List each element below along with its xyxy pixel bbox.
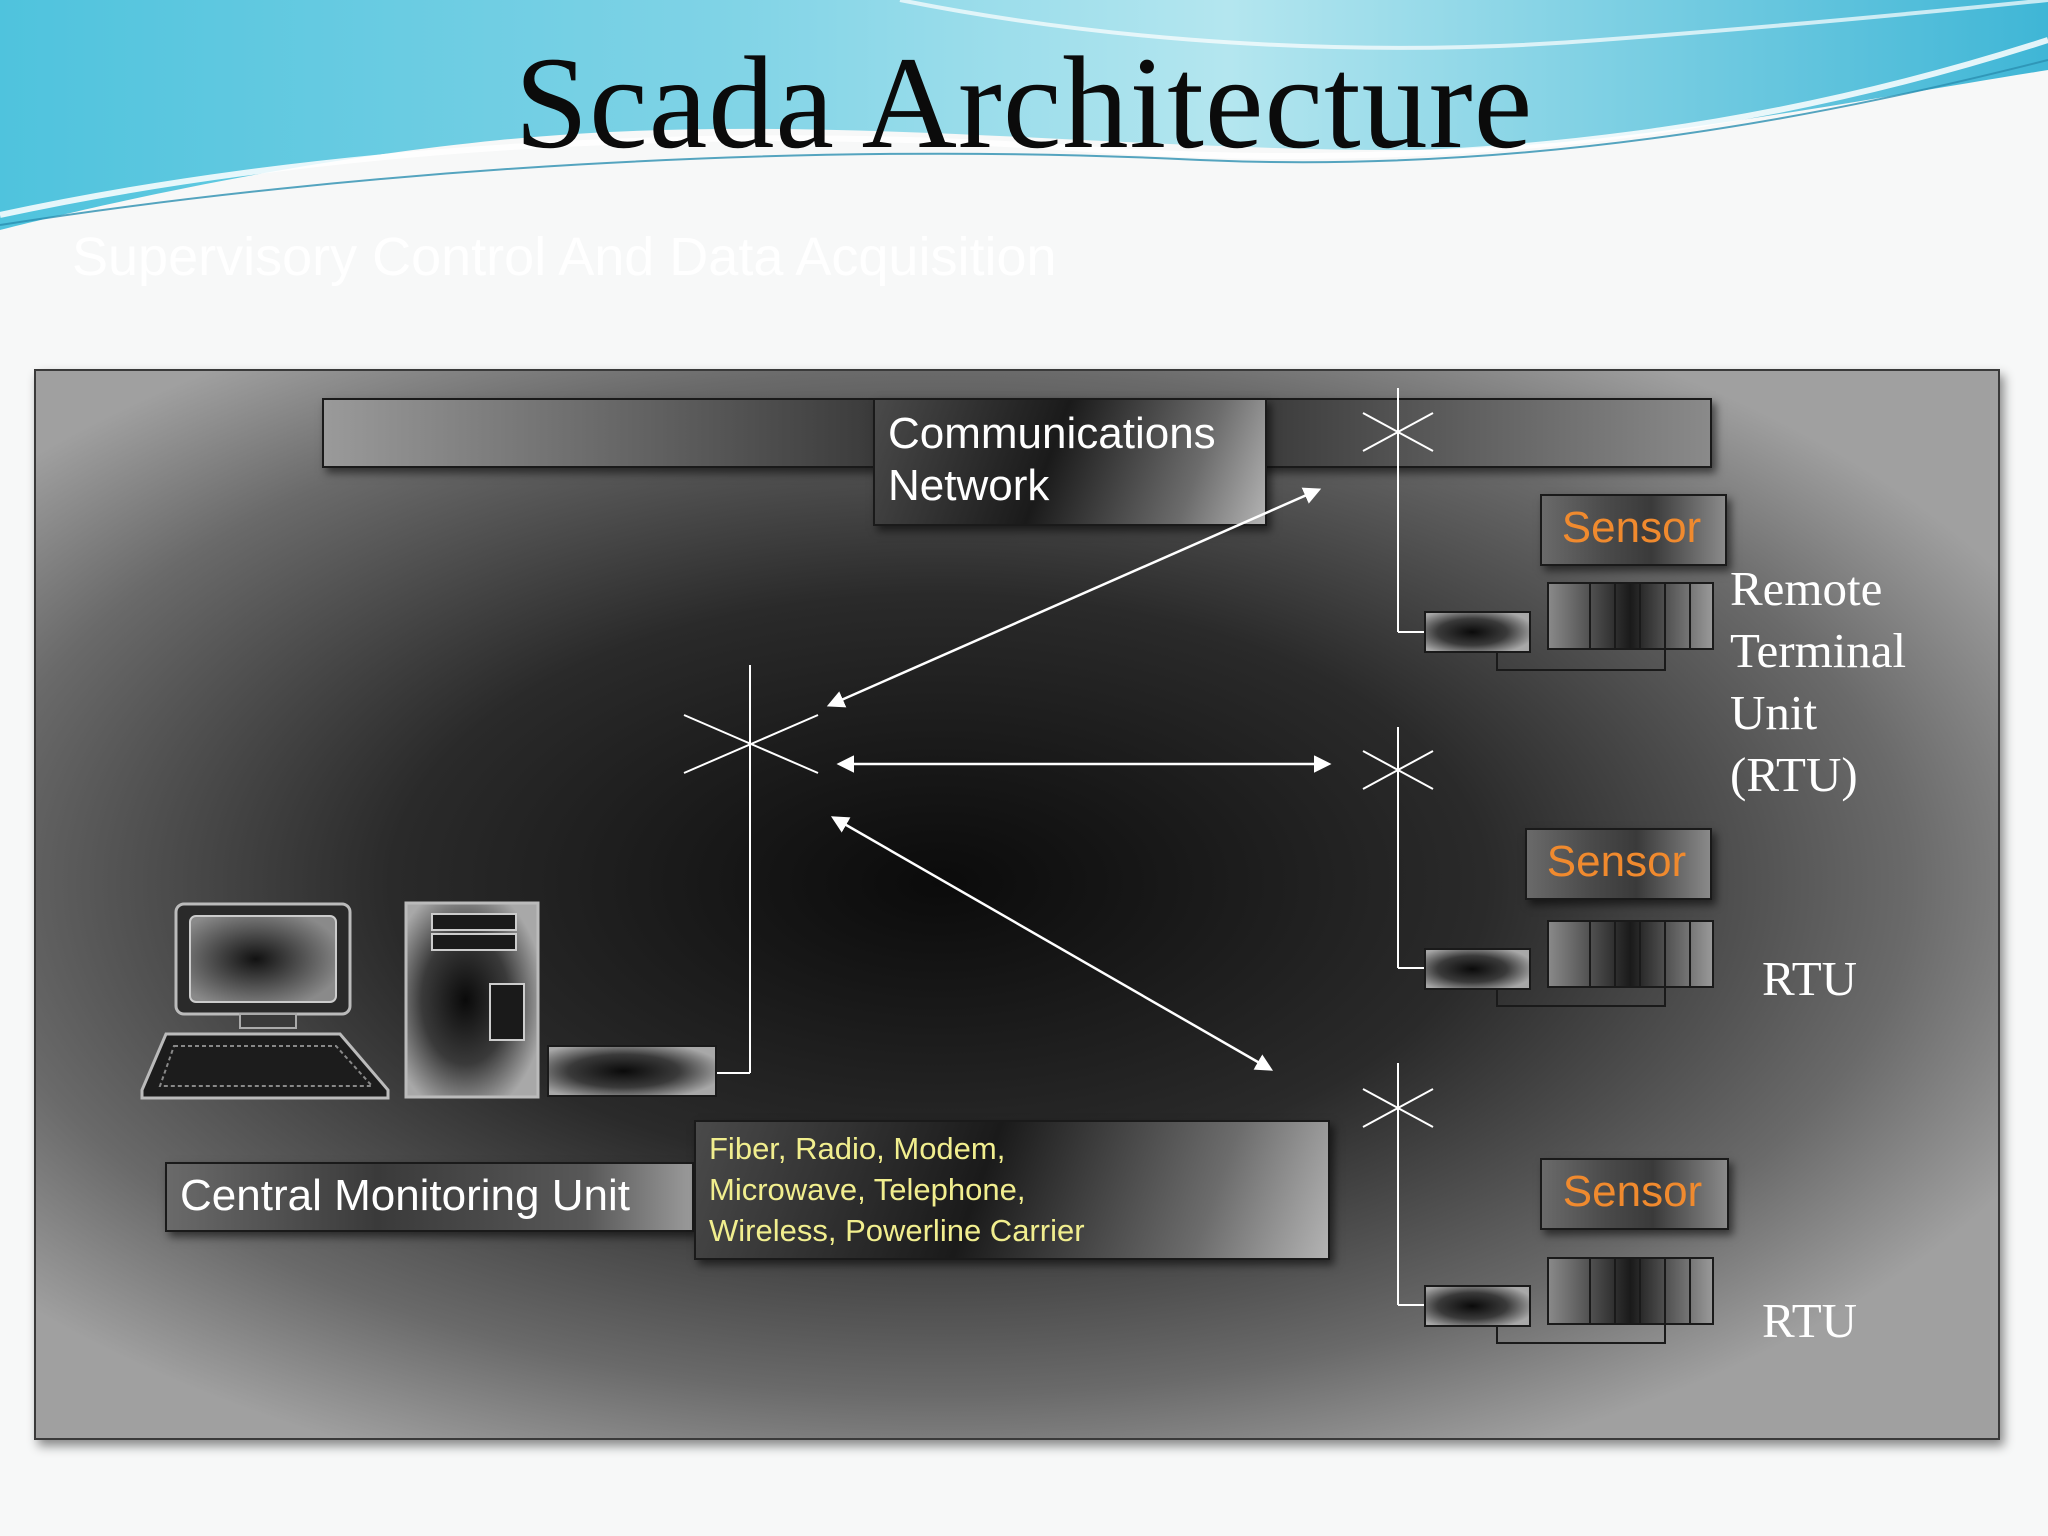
sensor-label-2: Sensor	[1546, 837, 1687, 886]
media-line: Microwave, Telephone,	[709, 1172, 1026, 1207]
computer-monitor-icon	[174, 902, 352, 1029]
header-wave-decoration	[0, 0, 2048, 230]
rtu-label-3: RTU	[1762, 1293, 1858, 1348]
rtu-label-line: Remote	[1730, 561, 1883, 616]
rtu-label-2: RTU	[1762, 951, 1858, 1006]
sensor-box-2	[1525, 828, 1712, 900]
rtu-label-line: Unit	[1730, 685, 1818, 740]
slide-title: Scada Architecture	[514, 29, 1534, 176]
media-list: Fiber, Radio, Modem, Microwave, Telephon…	[709, 1128, 1309, 1251]
media-line: Wireless, Powerline Carrier	[709, 1213, 1085, 1248]
arrow-to-rtu-3	[830, 816, 1274, 1071]
rtu-label-line: Terminal	[1730, 623, 1907, 678]
arrow-to-network	[826, 487, 1322, 708]
rtu-label-1: Remote Terminal Unit (RTU)	[1730, 558, 1906, 806]
rtu-antenna-icon-3	[1362, 1063, 1434, 1306]
central-modem-icon	[547, 1045, 717, 1097]
central-monitoring-unit-box	[165, 1162, 694, 1232]
keyboard-icon	[140, 1032, 390, 1100]
sensor-label-1: Sensor	[1561, 503, 1702, 552]
media-box	[694, 1120, 1330, 1260]
sensor-label-3: Sensor	[1562, 1167, 1703, 1216]
media-line: Fiber, Radio, Modem,	[709, 1131, 1006, 1166]
slide-subtitle: Supervisory Control And Data Acquisition	[72, 227, 1057, 287]
sensor-box-1	[1540, 494, 1727, 566]
computer-tower-icon	[404, 901, 540, 1099]
central-antenna-icon	[683, 665, 819, 1074]
rtu-device-icon-2	[1424, 920, 1714, 1007]
rtu-antenna-icon-2	[1362, 727, 1434, 969]
sensor-box-3	[1540, 1158, 1729, 1230]
rtu-device-icon-1	[1424, 582, 1714, 671]
central-monitoring-unit-label: Central Monitoring Unit	[180, 1171, 630, 1220]
rtu-antenna-icon-1	[1362, 388, 1434, 633]
rtu-label-line: (RTU)	[1730, 747, 1858, 802]
rtu-device-icon-3	[1424, 1257, 1714, 1344]
